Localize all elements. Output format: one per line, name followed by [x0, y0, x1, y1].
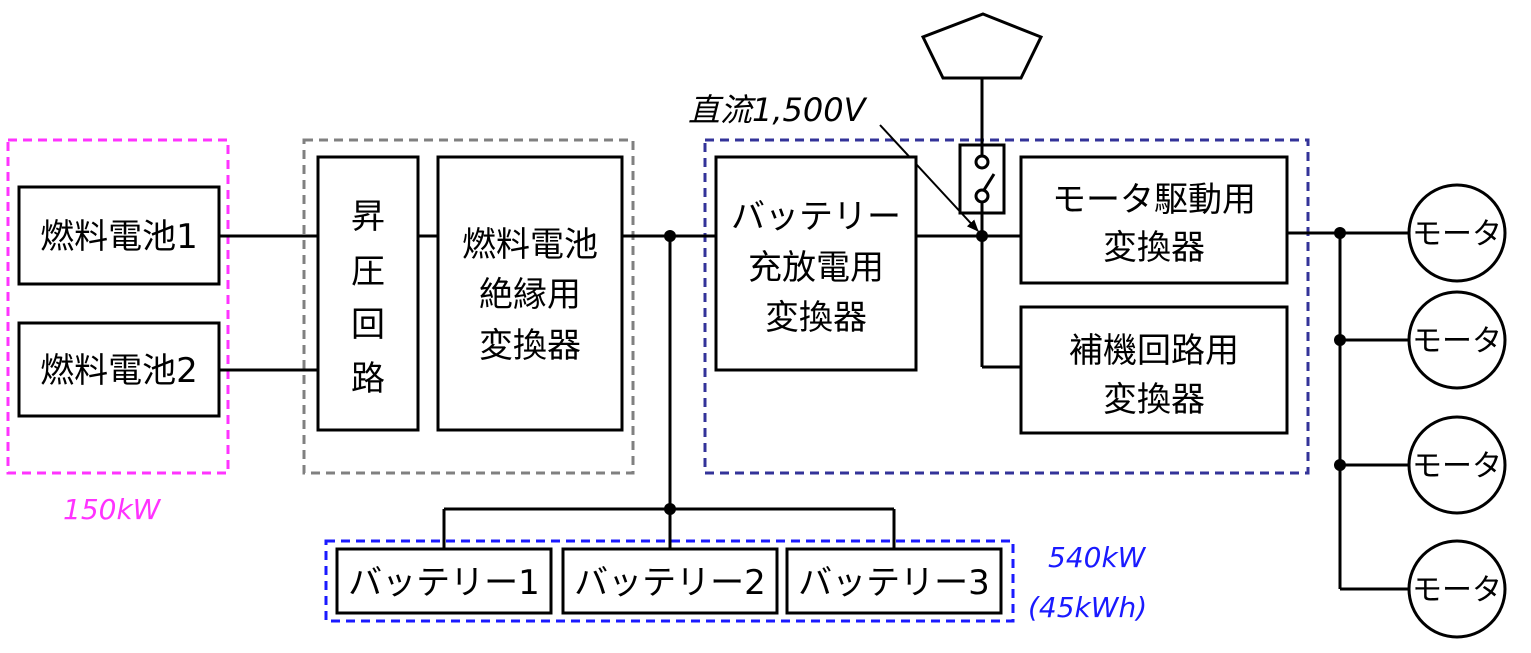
- junction-dots: [664, 227, 1346, 515]
- motor-1-circle: [1407, 183, 1507, 283]
- battery-charge-label-3: 変換器: [765, 298, 867, 338]
- motor-4-label: モータ: [1412, 573, 1502, 608]
- boost-circuit-block: [316, 155, 420, 432]
- battery-power-label: 540kW: [1048, 541, 1147, 574]
- boost-label-4: 路: [351, 359, 385, 399]
- fc-isolation-label-3: 変換器: [479, 326, 581, 366]
- fuel-cell-2-label: 燃料電池2: [40, 351, 198, 391]
- fuel-cell-1-label: 燃料電池1: [40, 217, 198, 257]
- auxiliary-label-2: 変換器: [1103, 380, 1205, 420]
- motor-2-label: モータ: [1412, 324, 1502, 359]
- battery-charge-label-2: 充放電用: [748, 248, 884, 288]
- auxiliary-converter-block: [1019, 305, 1289, 435]
- battery-3-label: バッテリー3: [798, 563, 990, 603]
- boost-label-3: 回: [351, 305, 385, 345]
- fc-isolation-converter-block: [436, 155, 624, 432]
- battery-capacity-label: (45kWh): [1028, 591, 1147, 624]
- drive-group-box: [703, 138, 1310, 475]
- battery-2-block: [561, 547, 779, 615]
- motor-3-circle: [1407, 415, 1507, 515]
- motors: [1407, 183, 1507, 639]
- dc-bus-arrow: [879, 124, 979, 232]
- battery-1-label: バッテリー1: [348, 563, 540, 603]
- motor-drive-label-1: モータ駆動用: [1052, 180, 1256, 220]
- pantograph-icon: [920, 12, 1044, 80]
- motor-3-label: モータ: [1412, 449, 1502, 484]
- motor-drive-converter-block: [1019, 155, 1289, 285]
- battery-charge-label-1: バッテリー: [731, 197, 901, 237]
- boost-label-2: 圧: [351, 252, 385, 292]
- auxiliary-label-1: 補機回路用: [1069, 331, 1239, 371]
- converter-group-box: [302, 138, 635, 475]
- boost-label-1: 昇: [351, 197, 385, 237]
- dc-bus-label: 直流1,500V: [688, 91, 868, 129]
- fc-isolation-label-1: 燃料電池: [462, 225, 598, 265]
- fc-isolation-label-2: 絶縁用: [479, 275, 581, 315]
- battery-2-label: バッテリー2: [574, 563, 766, 603]
- battery-1-block: [335, 547, 553, 615]
- fuel-cell-power-label: 150kW: [63, 493, 162, 526]
- motor-4-circle: [1407, 539, 1507, 639]
- switch-icon: [974, 145, 996, 213]
- wiring: [219, 78, 1410, 591]
- motor-1-label: モータ: [1412, 217, 1502, 252]
- battery-3-block: [785, 547, 1003, 615]
- fuel-cell-1-block: [17, 185, 221, 286]
- fuel-cell-group-box: [6, 138, 230, 475]
- battery-group-box: [324, 539, 1015, 623]
- motor-drive-label-2: 変換器: [1103, 228, 1205, 268]
- motor-2-circle: [1407, 290, 1507, 390]
- battery-charge-converter-block: [714, 155, 918, 372]
- fuel-cell-2-block: [17, 321, 221, 418]
